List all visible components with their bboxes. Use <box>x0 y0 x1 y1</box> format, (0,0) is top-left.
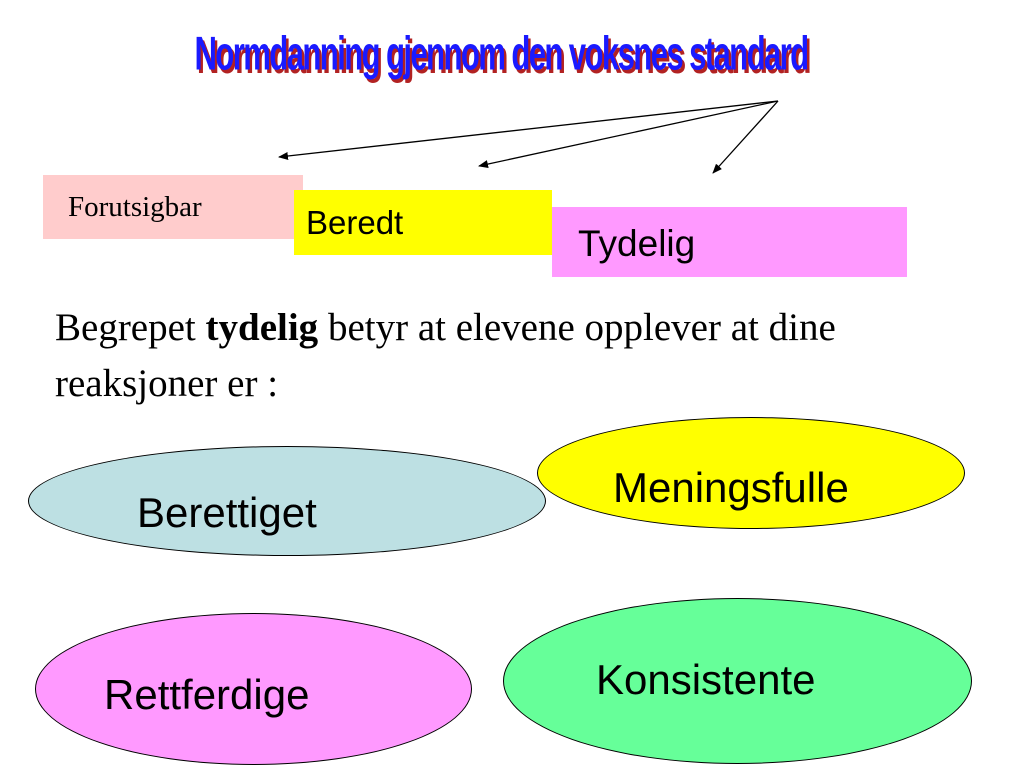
beredt-box: Beredt <box>294 190 552 255</box>
berettiget-ellipse: Berettiget <box>28 446 546 556</box>
arrow-to-forutsigbar <box>278 100 779 160</box>
definition-paragraph: Begrepet tydelig betyr at elevene opplev… <box>55 300 1005 412</box>
rettferdige-label: Rettferdige <box>104 671 310 718</box>
tydelig-label: Tydelig <box>578 223 696 264</box>
forutsigbar-label: Forutsigbar <box>68 191 202 223</box>
beredt-label: Beredt <box>306 204 404 241</box>
tydelig-box: Tydelig <box>552 207 907 277</box>
rettferdige-ellipse: Rettferdige <box>35 613 472 765</box>
meningsfulle-label: Meningsfulle <box>613 464 849 511</box>
forutsigbar-box: Forutsigbar <box>43 175 303 239</box>
konsistente-label: Konsistente <box>596 656 816 703</box>
slide-title: Normdanning gjennom den voksnes standard <box>194 28 809 81</box>
arrow-to-beredt <box>478 100 779 168</box>
paragraph-bold-term: tydelig <box>205 306 319 349</box>
arrow-to-tydelig <box>712 100 779 174</box>
meningsfulle-ellipse: Meningsfulle <box>537 417 965 529</box>
paragraph-text-end: betyr at elevene opplever at dine reaksj… <box>55 306 836 405</box>
konsistente-ellipse: Konsistente <box>503 598 972 764</box>
berettiget-label: Berettiget <box>137 489 317 536</box>
paragraph-text-start: Begrepet <box>55 306 206 349</box>
